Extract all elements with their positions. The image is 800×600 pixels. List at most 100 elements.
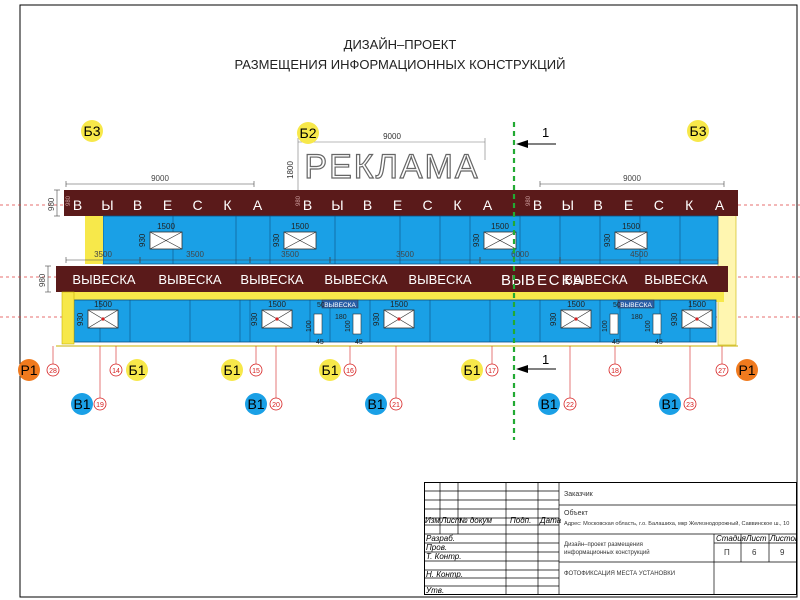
lower-sign-word: ВЫВЕСКА (324, 272, 387, 287)
position-number: 18 (608, 363, 622, 377)
stamp-role-developer: Разраб. (426, 534, 455, 543)
dimension-label: 6000 (511, 250, 529, 259)
lower-sign-word: ВЫВЕСКА (644, 272, 707, 287)
svg-text:930: 930 (670, 312, 679, 326)
lower-sign-word: ВЫВЕСКА (408, 272, 471, 287)
stamp-address: Адрес: Московская область, г.о. Балашиха… (564, 520, 789, 527)
svg-text:Б1: Б1 (464, 362, 481, 378)
position-number: 16 (343, 363, 357, 377)
dim-180: 180 (335, 314, 347, 321)
lower-sign-text: ВЫВЕСКА ВЫВЕСКА ВЫВЕСКА ВЫВЕСКА ВЫВЕСКА ВЫВЕС… (72, 272, 707, 289)
position-number: 15 (249, 363, 263, 377)
lower-sign-word: ВЫВЕСКА (72, 272, 135, 287)
stamp-sheets: 9 (780, 548, 785, 557)
section-arrow-top: 1 (516, 125, 556, 148)
upper-sign-letter: А (253, 197, 263, 213)
lower-yellow-band (62, 292, 724, 302)
upper-sign-letter: Ы (101, 197, 114, 213)
position-number: 23 (683, 397, 697, 411)
stamp-role-approved: Утв. (425, 586, 444, 595)
title-block-grid: Изм Лист № докум Подп. Дата Разраб. Пров… (424, 482, 799, 595)
svg-text:Р1: Р1 (738, 362, 755, 378)
title-block: Изм Лист № докум Подп. Дата Разраб. Пров… (424, 482, 799, 595)
position-number: 19 (93, 397, 107, 411)
svg-text:1500: 1500 (94, 300, 112, 309)
svg-text:930: 930 (76, 312, 85, 326)
lower-sign-word: ВЫВЕСКА (158, 272, 221, 287)
lower-left-frame (61, 291, 75, 345)
svg-text:Б2: Б2 (300, 125, 317, 141)
upper-sign-letter: Е (624, 197, 634, 213)
dimension-label-vertical: 980 (38, 273, 47, 287)
svg-text:45: 45 (655, 339, 663, 346)
svg-text:Б1: Б1 (129, 362, 146, 378)
upper-sign-letter: К (685, 197, 694, 213)
position-number: 21 (389, 397, 403, 411)
svg-text:45: 45 (612, 339, 620, 346)
upper-sign-letter: В (533, 197, 543, 213)
svg-text:930: 930 (250, 312, 259, 326)
marker: Б1 (221, 359, 243, 381)
upper-sign-code: 980 (526, 195, 532, 206)
upper-sign-letter: Е (393, 197, 403, 213)
svg-text:930: 930 (372, 312, 381, 326)
upper-sign-code: 980 (296, 195, 302, 206)
svg-text:930: 930 (603, 233, 612, 247)
svg-text:Б1: Б1 (322, 362, 339, 378)
lower-sign-wide-letter: В (501, 272, 511, 289)
svg-text:ВЫВЕСКА: ВЫВЕСКА (620, 302, 652, 309)
svg-text:Б3: Б3 (690, 123, 707, 139)
svg-text:Б1: Б1 (224, 362, 241, 378)
svg-text:В1: В1 (73, 396, 90, 412)
svg-text:930: 930 (472, 233, 481, 247)
section-arrow-bottom: 1 (516, 352, 556, 373)
stamp-sheets-header: Листов (769, 534, 797, 543)
stamp-stage-header: Стадия (716, 534, 747, 543)
dimension-label: 9000 (623, 174, 641, 183)
upper-sign-letter: В (73, 197, 83, 213)
svg-text:45: 45 (316, 339, 324, 346)
stamp-description-1: Дизайн–проект размещения (564, 541, 643, 548)
dimension-label: 4500 (630, 250, 648, 259)
billboard-height: 1800 (286, 161, 295, 179)
upper-sign-letter: А (483, 197, 493, 213)
svg-text:В1: В1 (540, 396, 557, 412)
svg-text:Р1: Р1 (20, 362, 37, 378)
lower-sign-wide-letter: С (549, 272, 560, 289)
svg-text:14: 14 (112, 368, 120, 375)
svg-text:1500: 1500 (157, 222, 175, 231)
position-number: 27 (715, 363, 729, 377)
stamp-object: Объект (564, 509, 589, 517)
lower-sign-wide-letter: В (525, 272, 535, 289)
title-line-2: РАЗМЕЩЕНИЯ ИНФОРМАЦИОННЫХ КОНСТРУКЦИЙ (234, 57, 565, 72)
marker: В1 (538, 393, 560, 415)
svg-text:15: 15 (252, 368, 260, 375)
upper-sign-letter: С (654, 197, 665, 213)
lower-sign-word: ВЫВЕСКА (564, 272, 627, 287)
svg-text:1500: 1500 (390, 300, 408, 309)
svg-text:930: 930 (138, 233, 147, 247)
svg-text:100: 100 (602, 320, 609, 332)
upper-sign-letter: Ы (562, 197, 575, 213)
upper-sign-letter: С (422, 197, 433, 213)
window: 930 1500 (472, 222, 517, 250)
stamp-description-2: информационных конструкций (564, 549, 650, 556)
window: 930 1500 (372, 300, 415, 329)
svg-text:1500: 1500 (567, 300, 585, 309)
dimension-label: 9000 (151, 174, 169, 183)
svg-text:1500: 1500 (491, 222, 509, 231)
marker: Б1 (319, 359, 341, 381)
svg-text:1: 1 (542, 125, 549, 140)
upper-sign-letter: В (133, 197, 143, 213)
dimension-label: 3500 (396, 250, 414, 259)
svg-text:22: 22 (566, 402, 574, 409)
stamp-header-date: Дата (539, 516, 562, 525)
stamp-header-sign: Подп. (510, 516, 531, 525)
svg-text:ВЫВЕСКА: ВЫВЕСКА (324, 302, 356, 309)
svg-text:100: 100 (345, 320, 352, 332)
marker: В1 (659, 393, 681, 415)
marker: Б2 (297, 122, 319, 144)
